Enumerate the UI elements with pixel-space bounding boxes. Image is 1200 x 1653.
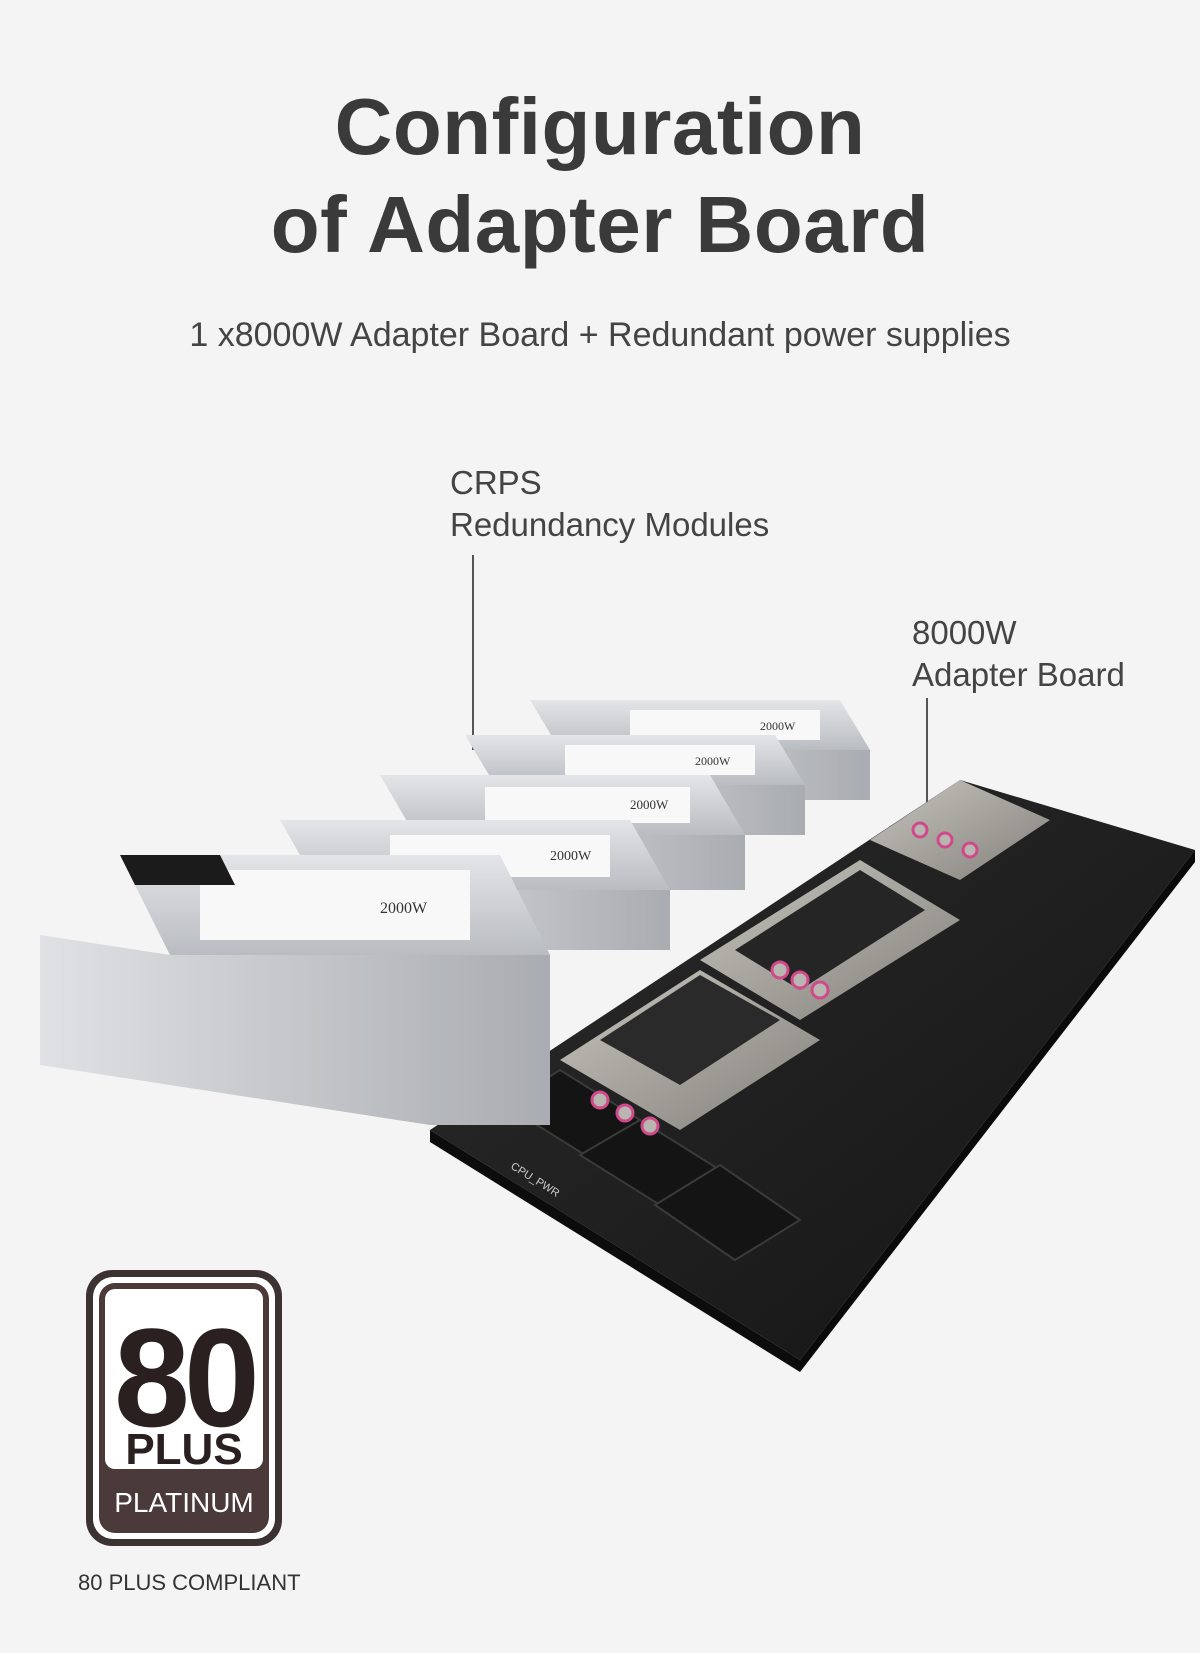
adapter-callout-line2: Adapter Board xyxy=(912,656,1125,693)
shield-enclosures xyxy=(560,780,1050,1130)
badge-caption: 80 PLUS COMPLIANT xyxy=(78,1570,301,1595)
capacitor-cluster xyxy=(590,821,979,1136)
page-title: Configuration of Adapter Board xyxy=(0,78,1200,274)
psu-label: 2000W xyxy=(695,754,731,768)
adapter-board-edge xyxy=(430,1130,800,1372)
adapter-board-edge xyxy=(800,850,1195,1372)
page-title-line2: of Adapter Board xyxy=(270,180,930,269)
page-subtitle: 1 x8000W Adapter Board + Redundant power… xyxy=(189,316,1011,354)
psu-label: 2000W xyxy=(380,900,428,917)
crps-callout-line2: Redundancy Modules xyxy=(450,506,770,543)
psu-module: 2000W xyxy=(40,855,550,1125)
adapter-callout-line1: 8000W xyxy=(912,614,1017,651)
badge-plus: PLUS xyxy=(125,1425,242,1474)
adapter-callout: 8000W Adapter Board xyxy=(912,612,1125,696)
badge-tier: PLATINUM xyxy=(114,1487,254,1518)
badge-80: 80 xyxy=(114,1299,255,1456)
crps-callout: CRPS Redundancy Modules xyxy=(450,462,769,546)
adapter-board xyxy=(430,780,1195,1360)
page-title-line1: Configuration xyxy=(334,82,866,171)
psu-label: 2000W xyxy=(550,849,592,864)
product-illustration: CPU_PWR 2000W 2000W 2000W 2000W xyxy=(40,700,1195,1372)
psu-label: 2000W xyxy=(630,797,669,812)
psu-label: 2000W xyxy=(760,719,796,733)
crps-callout-line1: CRPS xyxy=(450,464,542,501)
crps-leader-line xyxy=(472,555,474,750)
80-plus-platinum-badge: 80 PLUS PLATINUM xyxy=(84,1268,284,1548)
